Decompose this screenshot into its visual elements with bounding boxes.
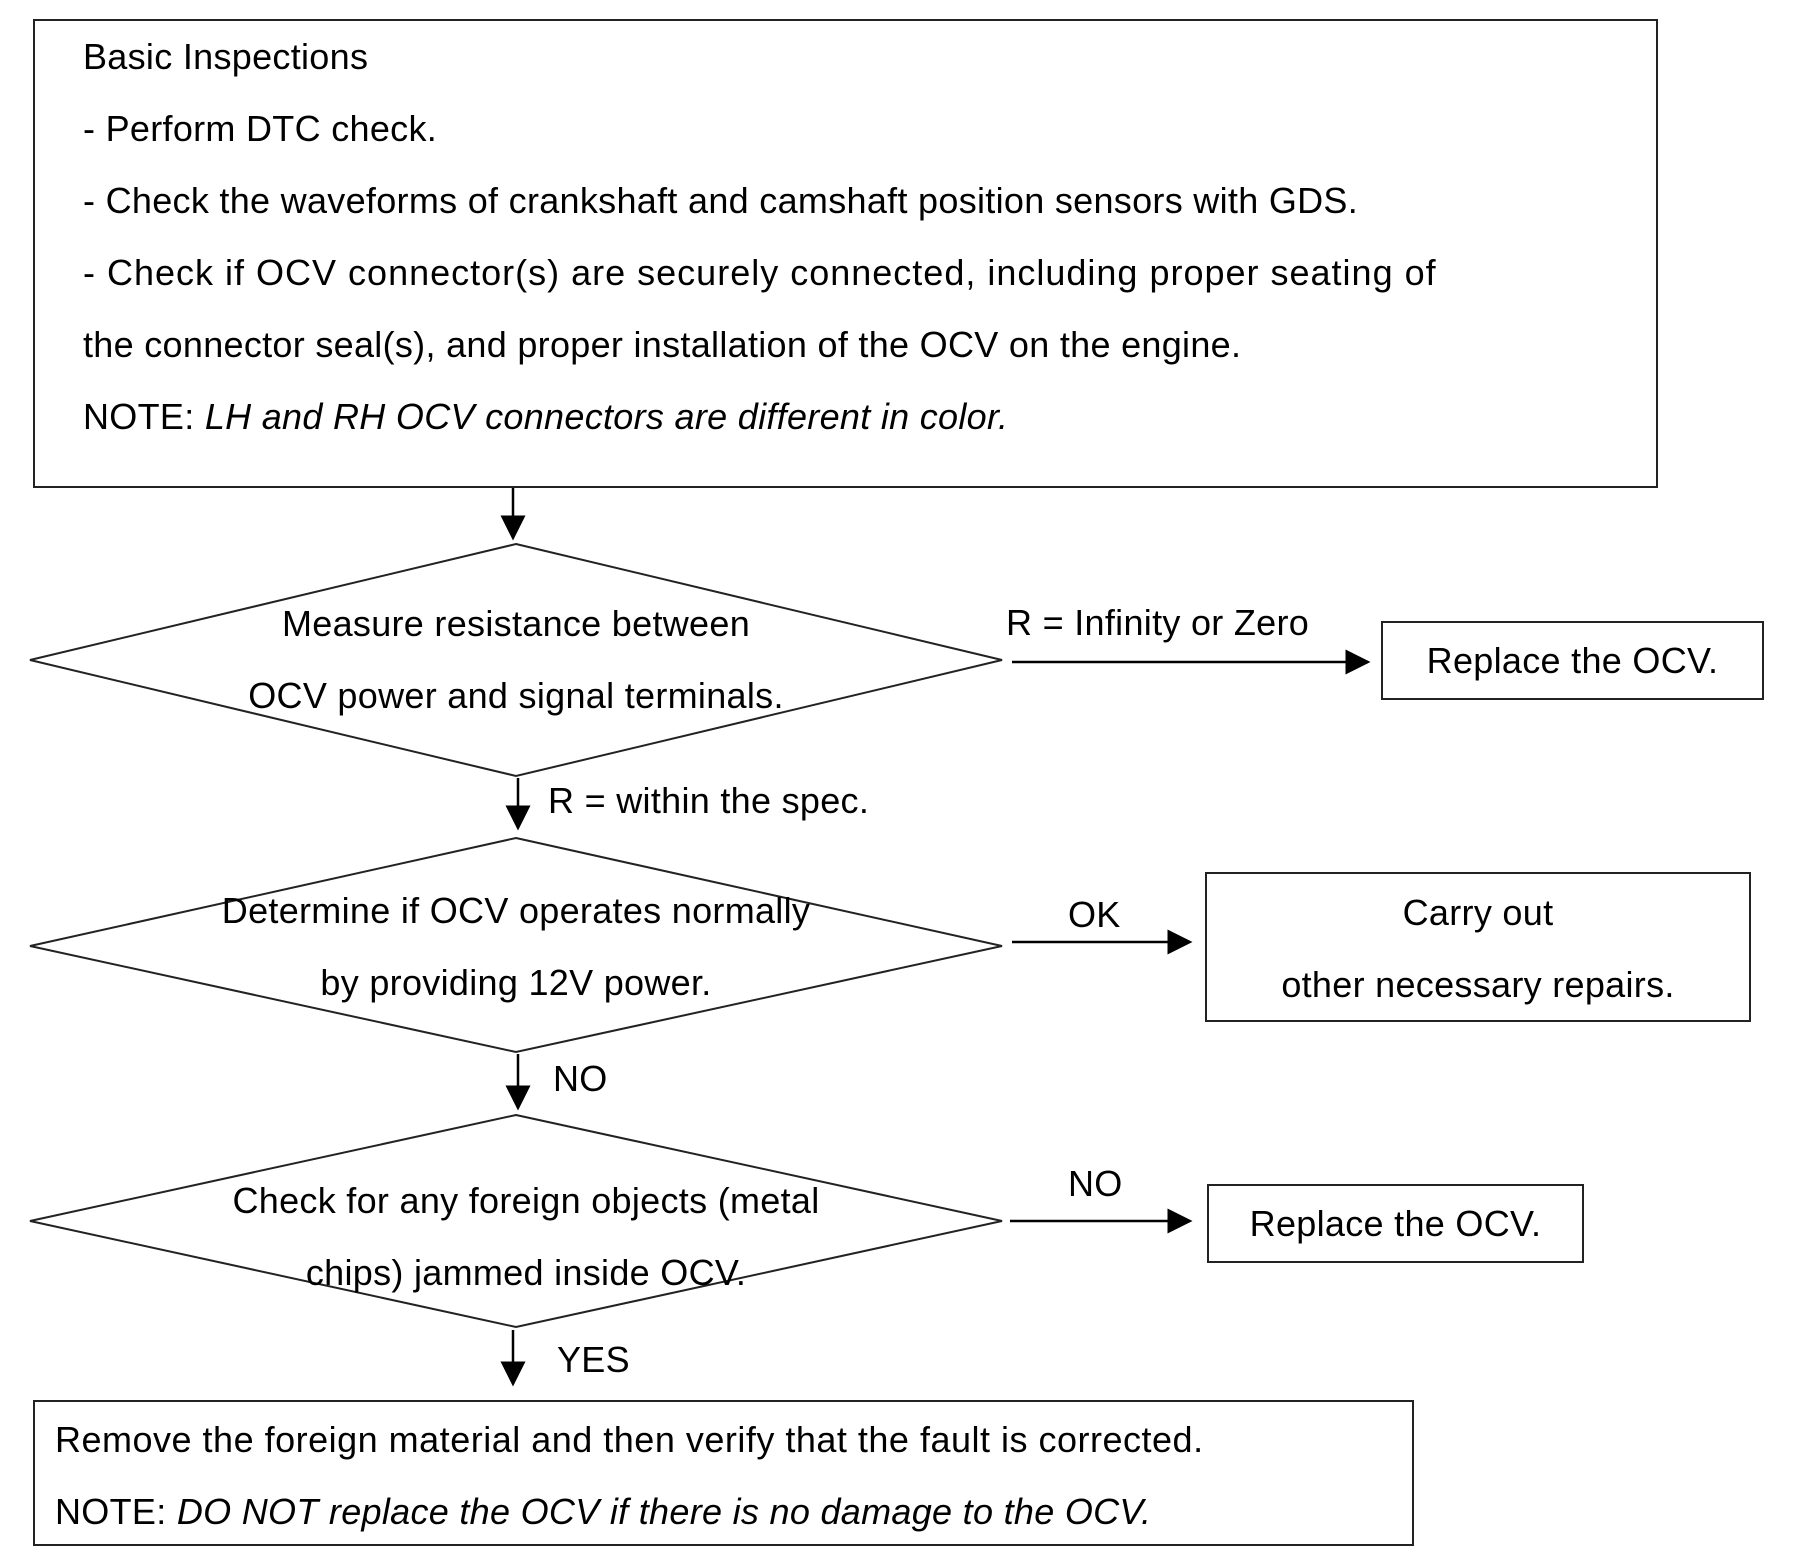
other-repairs-line2: other necessary repairs. xyxy=(1281,964,1675,1005)
decision-foreign-line1: Check for any foreign objects (metal xyxy=(232,1180,820,1221)
label-r-infinity-zero: R = Infinity or Zero xyxy=(1006,602,1310,643)
decision-operation-line2: by providing 12V power. xyxy=(320,962,712,1003)
replace-ocv-text-1: Replace the OCV. xyxy=(1426,640,1719,681)
final-note: NOTE: DO NOT replace the OCV if there is… xyxy=(55,1476,1204,1548)
basic-note-text: LH and RH OCV connectors are different i… xyxy=(204,396,1009,437)
replace-ocv-box-2: Replace the OCV. xyxy=(1207,1184,1584,1263)
label-ok: OK xyxy=(1068,894,1121,935)
decision-diamond-operation xyxy=(29,836,1003,1054)
remove-foreign-content: Remove the foreign material and then ver… xyxy=(55,1404,1204,1548)
basic-step-waveforms: - Check the waveforms of crankshaft and … xyxy=(83,180,1359,221)
final-note-text: DO NOT replace the OCV if there is no da… xyxy=(176,1491,1152,1532)
decision-diamond-resistance xyxy=(29,542,1003,778)
label-yes: YES xyxy=(557,1339,630,1380)
basic-inspections-title: Basic Inspections xyxy=(83,36,369,77)
other-repairs-text: Carry out other necessary repairs. xyxy=(1207,877,1749,1021)
basic-step-dtc: - Perform DTC check. xyxy=(83,108,438,149)
remove-foreign-material-box: Remove the foreign material and then ver… xyxy=(33,1400,1414,1546)
basic-step-connectors: - Check if OCV connector(s) are securely… xyxy=(83,252,1437,293)
label-no-operation: NO xyxy=(553,1058,608,1099)
decision-operation-line1: Determine if OCV operates normally xyxy=(221,890,811,931)
replace-ocv-text-2: Replace the OCV. xyxy=(1249,1203,1542,1244)
label-r-within-spec: R = within the spec. xyxy=(548,780,870,821)
final-note-label: NOTE: xyxy=(55,1491,177,1532)
decision-resistance-line1: Measure resistance between xyxy=(281,603,751,644)
basic-inspections-content: Basic Inspections - Perform DTC check. -… xyxy=(83,21,1437,453)
remove-foreign-line1: Remove the foreign material and then ver… xyxy=(55,1419,1204,1460)
decision-foreign-text: Check for any foreign objects (metal chi… xyxy=(176,1165,876,1309)
decision-foreign-line2: chips) jammed inside OCV. xyxy=(305,1252,747,1293)
decision-operation-text: Determine if OCV operates normally by pr… xyxy=(166,875,866,1019)
basic-note: NOTE: LH and RH OCV connectors are diffe… xyxy=(83,381,1437,453)
other-repairs-line1: Carry out xyxy=(1402,892,1554,933)
label-no-foreign: NO xyxy=(1068,1163,1123,1204)
replace-ocv-box-1: Replace the OCV. xyxy=(1381,621,1764,700)
basic-inspections-box: Basic Inspections - Perform DTC check. -… xyxy=(33,19,1658,488)
basic-step-connectors-cont: the connector seal(s), and proper instal… xyxy=(83,324,1242,365)
decision-diamond-foreign-objects xyxy=(29,1113,1003,1329)
basic-note-label: NOTE: xyxy=(83,396,205,437)
other-repairs-box: Carry out other necessary repairs. xyxy=(1205,872,1751,1022)
decision-resistance-line2: OCV power and signal terminals. xyxy=(248,675,784,716)
decision-resistance-text: Measure resistance between OCV power and… xyxy=(166,588,866,732)
